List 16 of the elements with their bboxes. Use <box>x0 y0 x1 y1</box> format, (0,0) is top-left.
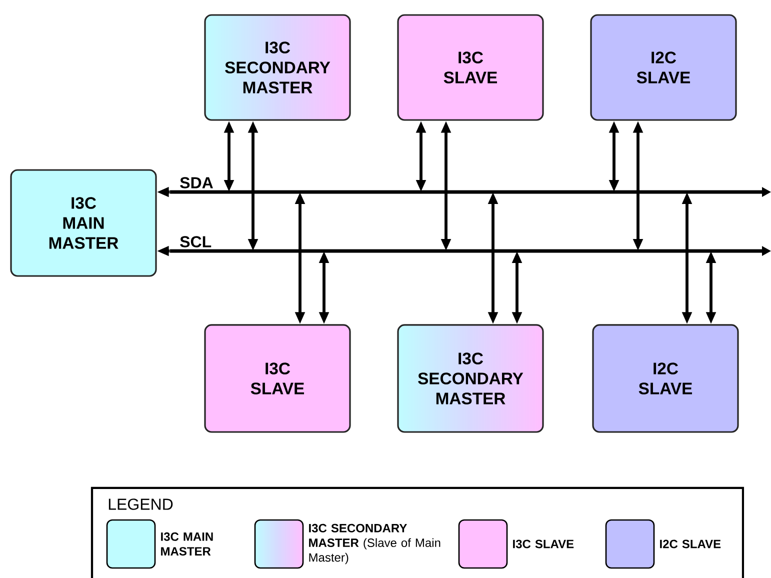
device-box: I2C SLAVE <box>592 324 739 433</box>
bus-label: SDA <box>180 177 213 188</box>
bus-label: SCL <box>180 236 212 248</box>
bus-line <box>170 187 771 197</box>
legend-text: I2C SLAVE <box>660 540 721 548</box>
legend-text: I3C MAIN MASTER <box>161 532 213 556</box>
device-box: I3C SECONDARY MASTER <box>204 14 351 121</box>
bus-line <box>170 246 771 256</box>
legend-text: I3C SECONDARY MASTER (Slave of Main Master) <box>309 524 440 564</box>
device-box: I2C SLAVE <box>590 14 737 121</box>
device-box: I3C SECONDARY MASTER <box>397 324 544 433</box>
legend-title: LEGEND <box>108 498 173 510</box>
legend-text: I3C SLAVE <box>513 540 574 548</box>
device-box: I3C SLAVE <box>204 324 351 433</box>
device-box: I3C MAIN MASTER <box>10 169 157 277</box>
device-box: I3C SLAVE <box>397 14 544 121</box>
